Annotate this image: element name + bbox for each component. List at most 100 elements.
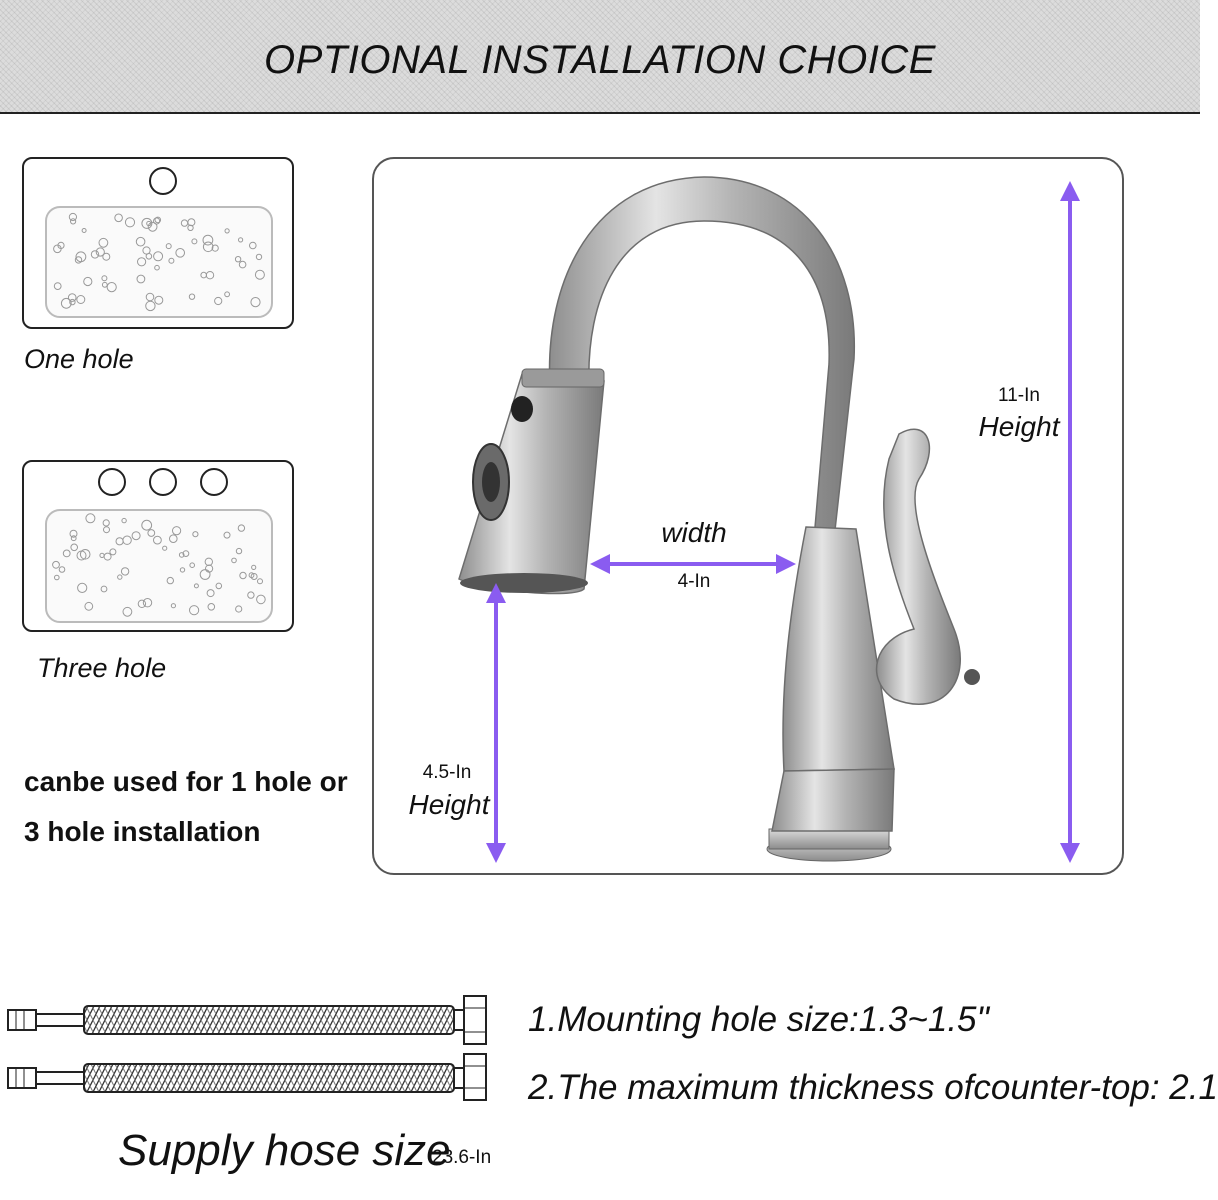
bubble-texture [145, 300, 156, 312]
width-value: 4-In [677, 571, 711, 592]
bubble-texture [79, 549, 91, 560]
bubble-texture [189, 562, 195, 568]
bubble-texture [206, 589, 215, 598]
bubble-texture [109, 548, 117, 556]
bubble-texture [224, 291, 231, 298]
bubble-texture [90, 250, 100, 259]
bubble-texture [84, 601, 94, 611]
bubble-texture [154, 295, 164, 305]
bubble-texture [102, 519, 110, 527]
bubble-texture [224, 228, 230, 234]
bubble-texture [235, 547, 243, 555]
bubble-texture [153, 535, 162, 545]
bubble-texture [120, 567, 130, 576]
bubble-texture [95, 247, 105, 257]
width-label: width [661, 517, 727, 548]
bubble-texture [202, 234, 214, 246]
bubble-texture [192, 531, 199, 538]
bubble-texture [137, 257, 147, 267]
bubble-texture [250, 573, 258, 580]
bubble-texture [54, 574, 60, 581]
bubble-texture [70, 543, 79, 552]
bubble-texture [199, 569, 211, 580]
bubble-texture [53, 244, 62, 254]
bubble-texture [141, 519, 153, 531]
bubble-texture [200, 271, 207, 279]
bubble-texture [101, 275, 108, 282]
bubble-texture [117, 574, 123, 580]
bubble-texture [166, 576, 175, 585]
bubble-texture [234, 256, 242, 263]
three-hole-label: Three hole [37, 653, 167, 683]
bubble-texture [99, 552, 105, 559]
bubble-texture [238, 237, 244, 243]
bubble-texture [153, 251, 164, 262]
bubble-texture [67, 293, 77, 302]
bubble-texture [115, 537, 124, 546]
bubble-texture [154, 264, 160, 271]
bubble-texture [135, 236, 146, 247]
supply-hose-illustration [7, 995, 487, 1101]
bubble-texture [68, 212, 78, 222]
bubble-texture [100, 585, 108, 593]
hose-size-value: 23.6-In [432, 1147, 492, 1168]
faucet-dimension-panel: 11-In Height width 4-In 4.5-In Height [372, 157, 1124, 875]
bubble-texture [137, 599, 147, 609]
spout-height-value: 4.5-In [422, 762, 472, 783]
bubble-texture [114, 213, 123, 223]
bubble-texture [154, 216, 162, 224]
spec-counter-thickness: 2.The maximum thickness ofcounter-top: 2… [528, 1068, 1218, 1107]
bubble-texture [170, 603, 176, 609]
bubble-texture [165, 243, 172, 250]
installation-note-line1: canbe used for 1 hole or [24, 766, 348, 797]
bubble-texture [223, 531, 231, 539]
bubble-texture [179, 567, 186, 573]
bubble-texture [205, 564, 214, 573]
bubble-texture [191, 238, 198, 245]
bubble-texture [142, 246, 151, 255]
bubble-texture [60, 297, 72, 309]
bubble-texture [102, 252, 111, 261]
bubble-texture [147, 221, 158, 232]
bubble-texture [256, 594, 266, 605]
bubble-texture [70, 218, 77, 225]
bubble-texture [58, 566, 66, 573]
bubble-texture [74, 256, 83, 264]
bubble-texture [254, 269, 265, 280]
bubble-texture [106, 282, 117, 293]
hose-two [7, 1053, 487, 1101]
bubble-texture [187, 224, 194, 232]
bubble-texture [251, 564, 257, 571]
bubble-texture [211, 244, 219, 252]
hose-size-title: Supply hose size [118, 1126, 451, 1175]
bubble-texture [85, 513, 96, 524]
total-height-value: 11-In [998, 385, 1040, 406]
bubble-texture [214, 296, 223, 306]
bubble-texture [103, 526, 110, 534]
spout-height-label: Height [408, 789, 490, 820]
bubble-texture [237, 524, 246, 532]
bubble-texture [153, 217, 161, 225]
bubble-texture [136, 274, 146, 284]
bubble-texture [141, 217, 153, 229]
bubble-texture [231, 557, 237, 564]
bubble-texture [83, 276, 93, 287]
bubble-texture [257, 578, 263, 585]
bubble-texture [238, 260, 247, 269]
bubble-texture [147, 529, 156, 537]
bubble-texture [235, 605, 243, 613]
bubble-texture [207, 603, 216, 611]
bubble-texture [189, 605, 200, 616]
installation-note-line2: 3 hole installation [24, 816, 261, 847]
bubble-texture [239, 571, 247, 580]
bubble-texture [122, 606, 133, 617]
bubble-texture [215, 582, 223, 590]
bubble-texture [124, 217, 136, 228]
bubble-texture [255, 253, 263, 261]
bubble-texture [250, 297, 261, 308]
bubble-texture [249, 241, 257, 250]
bubble-texture [248, 572, 255, 579]
bubble-texture [53, 282, 62, 290]
bubble-texture [62, 549, 71, 558]
bubble-texture [81, 228, 87, 233]
